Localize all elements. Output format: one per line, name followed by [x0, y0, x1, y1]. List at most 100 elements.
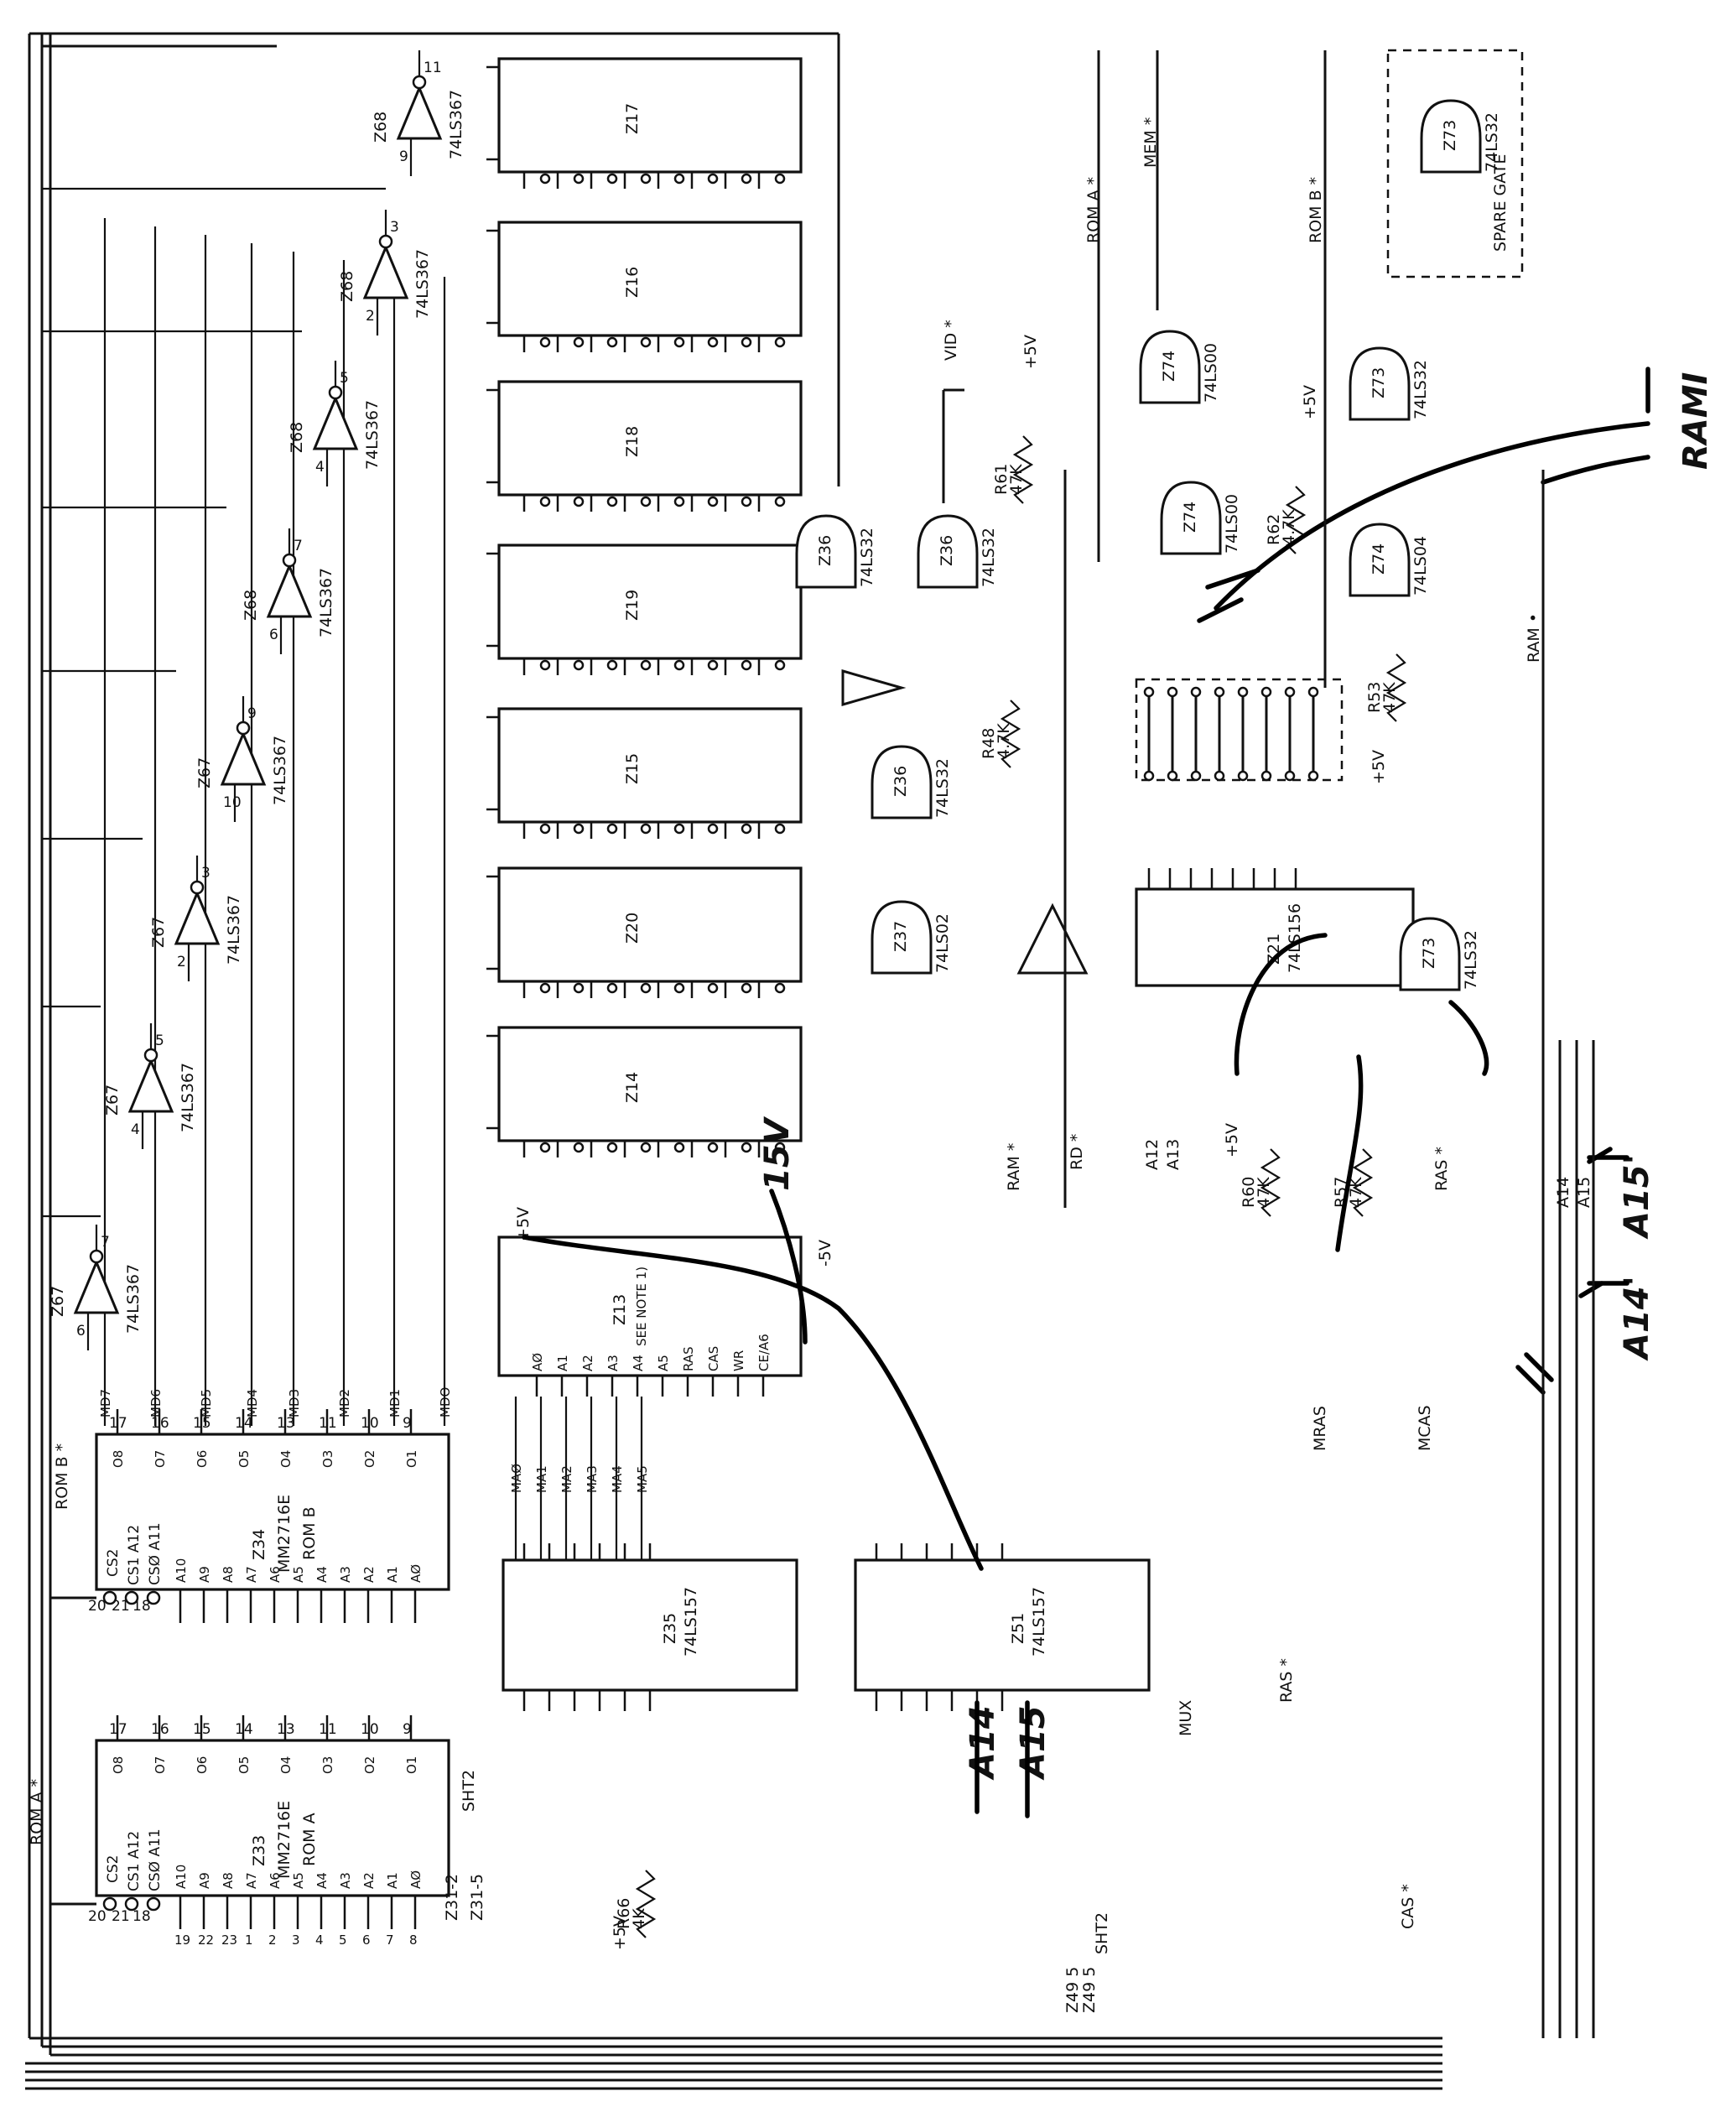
data-pin-label: O3 [320, 1756, 335, 1774]
rom-b-part: MM2716E [275, 1495, 294, 1573]
signal-mcas: MCAS [1416, 1405, 1434, 1451]
gate-part: 74LS32 [1411, 360, 1430, 419]
ram-body [497, 866, 803, 983]
ram-ref: Z15 [623, 753, 642, 784]
data-pin-number: 10 [361, 1415, 379, 1432]
ram-pin-bubble [606, 336, 618, 348]
signal-mux: MUX [1177, 1700, 1195, 1736]
gate-part: 74LS32 [1483, 112, 1501, 172]
data-pin-label: O7 [153, 1450, 168, 1468]
address-pin-label: A6 [268, 1566, 283, 1583]
address-pin-number: 7 [386, 1933, 394, 1948]
ram-pin-bubble [539, 982, 551, 994]
ram-chip: Z14 [486, 1026, 803, 1157]
ram-pin-bubble [707, 982, 719, 994]
buffer-part: 74LS367 [179, 1063, 197, 1132]
md-line-label: MD4 [245, 1389, 260, 1418]
ram-pin-bubble [539, 823, 551, 835]
address-pin-number: 22 [198, 1933, 214, 1948]
ram-chip: Z19 [486, 544, 803, 675]
address-pin-label: A8 [221, 1566, 236, 1583]
data-pin-number: 10 [361, 1721, 379, 1738]
address-pin-label: AØ [408, 1870, 424, 1889]
buffer-part: 74LS367 [225, 895, 243, 965]
buffer-in-pin: 9 [399, 148, 408, 165]
address-pin-label: A7 [244, 1566, 259, 1583]
ram-pin-bubble [741, 173, 752, 185]
address-pin-label: A2 [361, 1872, 377, 1889]
gate-body [1349, 523, 1411, 597]
jumper-post [1214, 686, 1225, 698]
data-pin-number: 16 [151, 1721, 169, 1738]
ma-line-label: MA1 [534, 1465, 549, 1493]
signal-plus5v-b: +5V [1021, 335, 1040, 369]
gate-ref: Z74 [1370, 544, 1388, 575]
signal-a12: A12 [1143, 1139, 1162, 1170]
jumper-post [1167, 686, 1178, 698]
ram-pin-bubble [774, 336, 786, 348]
z13-pin-label: CE/A6 [756, 1334, 772, 1371]
resistor-zigzag [1260, 1148, 1281, 1217]
ram-body [497, 707, 803, 824]
signal-plus5v-e: +5V [611, 1916, 629, 1950]
signal-cas: CAS * [1399, 1884, 1417, 1929]
data-pin-label: O6 [195, 1450, 210, 1468]
ram-pin-bubble [741, 496, 752, 507]
jumper-post [1190, 686, 1202, 698]
buffer-out-pin: 3 [390, 219, 399, 236]
gate-body [1420, 99, 1482, 174]
ram-pin-bubble [707, 1142, 719, 1153]
signal-plus5v-a: +5V [1223, 1123, 1241, 1157]
ma-line-label: MA5 [635, 1465, 650, 1493]
buffer-out-pin: 7 [294, 538, 303, 554]
address-pin-label: A5 [291, 1872, 306, 1889]
data-pin-number: 17 [109, 1415, 127, 1432]
buffer-part: 74LS367 [413, 249, 432, 319]
resistor-ref: R60 [1240, 1177, 1258, 1208]
rom-b-signal: ROM B * [53, 1444, 71, 1510]
ram-pin-bubble [707, 659, 719, 671]
inverter-gate [841, 669, 1089, 975]
address-pin-label: A1 [385, 1872, 400, 1889]
mux-z35-part: 74LS157 [682, 1587, 700, 1657]
ram-pin-bubble [606, 496, 618, 507]
gate-part: 74LS00 [1223, 494, 1241, 554]
buffer-out-pin: 11 [424, 60, 442, 76]
buffer-ref: Z67 [195, 757, 214, 788]
resistor-ref: R48 [980, 728, 998, 759]
data-pin-number: 14 [235, 1415, 253, 1432]
resistor-value: 47K [1007, 464, 1026, 495]
buffer-bubble [143, 1048, 159, 1063]
signal-mem: MEM * [1141, 117, 1160, 168]
address-pin-label: A9 [197, 1872, 212, 1889]
ram-chip: Z16 [486, 221, 803, 352]
buffer-bubble [190, 880, 205, 895]
md-line-label: MD6 [148, 1389, 164, 1418]
ram-ref: Z14 [623, 1072, 642, 1103]
buffer-out-pin: 7 [101, 1234, 110, 1251]
gate-part: 74LS04 [1411, 536, 1430, 596]
hand-rami: RAMI [1676, 372, 1715, 470]
buffer-out-pin: 5 [340, 370, 349, 387]
ram-chip: Z20 [486, 866, 803, 998]
buffer-ref: Z68 [338, 271, 356, 302]
resistor-ref: R61 [992, 464, 1011, 495]
buffer-bubble [282, 553, 297, 568]
data-pin-label: O1 [404, 1756, 419, 1774]
ram-z13-ref: Z13 [611, 1294, 629, 1325]
buffer-bubble [328, 385, 343, 400]
ram-chip: Z18 [486, 380, 803, 512]
ram-pin-bubble [707, 173, 719, 185]
jumper-post [1143, 770, 1155, 782]
gate-part: 74LS00 [1202, 343, 1220, 403]
rom-b-cs2: CS2 [105, 1549, 122, 1577]
ram-body [497, 380, 803, 497]
address-pin-label: A3 [338, 1566, 353, 1583]
buffer-triangle [220, 731, 267, 786]
